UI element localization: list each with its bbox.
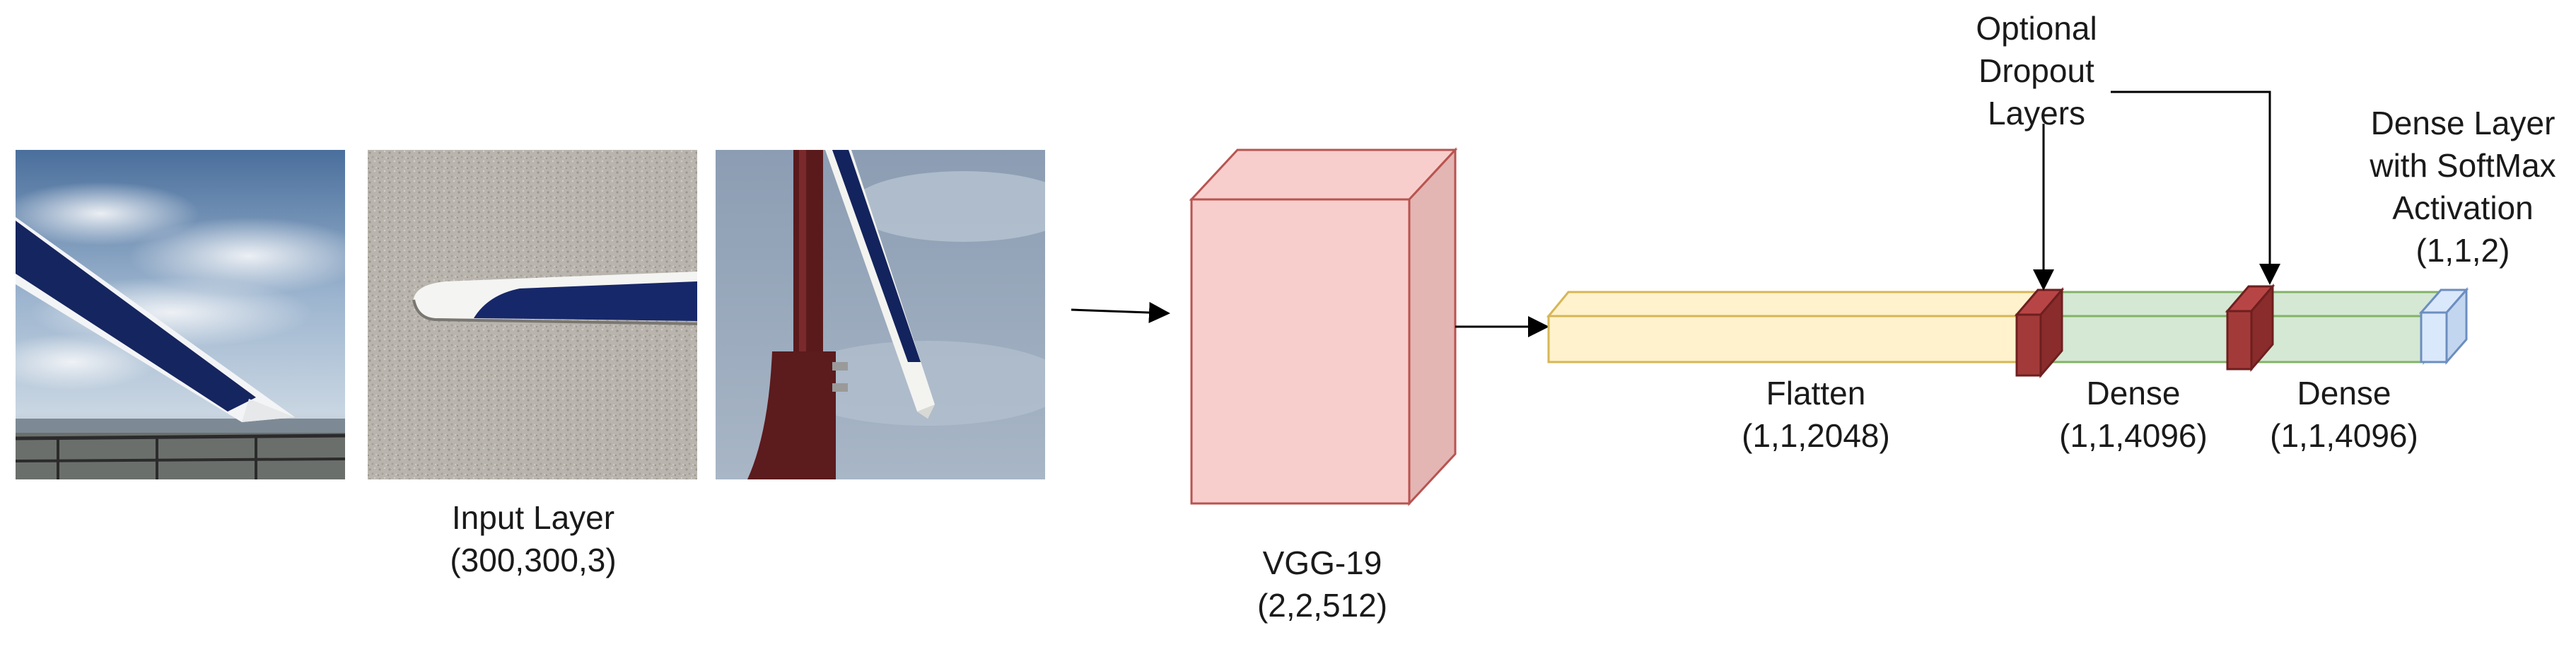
dropout-label-line-1: Optional [1976,10,2097,47]
dropout1-front-face [2015,313,2042,377]
softmax-label-line-2: with SoftMax [2369,147,2555,184]
dropout-layer-1 [2014,286,2065,379]
flatten-shape: (1,1,2048) [1742,417,1890,454]
arrow-input-to-vgg [1071,302,1170,324]
softmax-layer [2418,287,2469,365]
dense1-name: Dense [2087,375,2181,412]
input-layer-shape: (300,300,3) [450,542,616,578]
flatten-top-face [1546,291,2046,317]
dropout2-front-face [2226,310,2253,371]
input-image-2 [368,150,697,479]
input-image-3 [716,150,1045,479]
dropout-layer-2 [2225,283,2275,373]
softmax-label-line-3: Activation [2392,190,2533,226]
dropout-label-line-2: Dropout [1978,52,2094,89]
flatten-name: Flatten [1766,375,1866,412]
vgg19-shape: (2,2,512) [1257,587,1387,624]
dense1-shape: (1,1,4096) [2059,417,2208,454]
rotor-mast-and-blade-photo [716,150,1045,479]
input-image-1 [16,150,345,479]
softmax-front-face [2420,311,2448,363]
dropout-label-line-3: Layers [1988,95,2085,132]
dense2-name: Dense [2297,375,2391,412]
arrow-to-dropout-2 [2111,91,2280,285]
rotor-blade-against-sky-photo [16,150,345,479]
vgg19-side-face [1408,147,1457,506]
rotor-blade-tip-on-textured-background-photo [368,150,697,479]
vgg19-name: VGG-19 [1263,544,1382,581]
softmax-label-line-1: Dense Layer [2371,105,2555,141]
flatten-front-face [1547,315,2025,363]
flatten-layer [1546,291,2046,363]
vgg19-block [1189,147,1458,506]
dense2-shape: (1,1,4096) [2270,417,2418,454]
input-layer-name: Input Layer [452,499,614,536]
vgg19-front-face [1190,198,1411,505]
softmax-label-line-4: (1,1,2) [2416,232,2510,269]
